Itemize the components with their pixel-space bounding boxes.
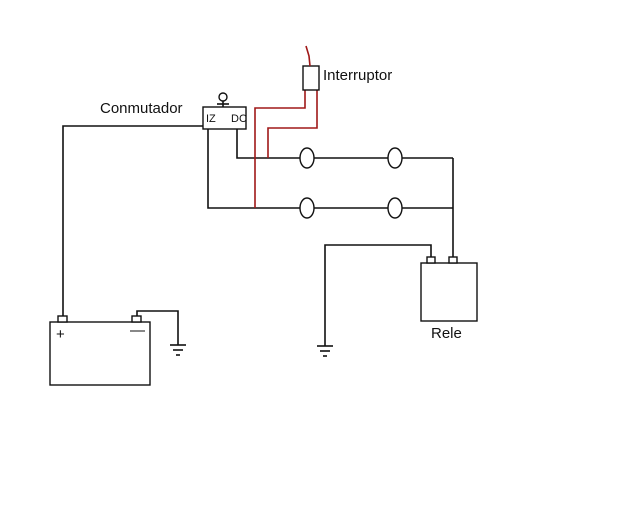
rele-label: Rele xyxy=(431,325,462,342)
conmutador-label: Conmutador xyxy=(100,100,183,117)
battery-minus-sign: — xyxy=(130,322,145,339)
conmutador-switch: IZ DC xyxy=(202,92,247,130)
switch-position-left: IZ xyxy=(206,113,216,125)
rele-body xyxy=(420,262,478,322)
battery-plus-sign: + xyxy=(56,326,65,343)
battery-body xyxy=(49,321,151,386)
lamp-icon xyxy=(387,197,403,219)
wire-battery-to-conmutador xyxy=(62,125,204,316)
wire-battery-to-ground xyxy=(136,310,179,345)
wire-lower-circuit xyxy=(207,129,453,209)
interruptor-body xyxy=(302,65,320,91)
wire-upper-circuit xyxy=(236,129,453,159)
rele-terminal-left xyxy=(426,256,436,264)
switch-position-right: DC xyxy=(231,113,247,125)
conmutador-body xyxy=(202,106,247,130)
red-wire-outer xyxy=(254,90,306,208)
lamp-icon xyxy=(387,147,403,169)
ground-icon xyxy=(170,344,186,356)
switch-knob-icon xyxy=(218,92,228,102)
red-wire-inner xyxy=(267,90,318,158)
rele-relay xyxy=(420,256,478,322)
rele-terminal-right xyxy=(448,256,458,264)
battery-positive-terminal xyxy=(57,315,68,323)
interruptor-label: Interruptor xyxy=(323,67,392,84)
lamp-icon xyxy=(299,197,315,219)
wire-rele-to-ground xyxy=(324,244,432,346)
interruptor xyxy=(302,45,320,91)
battery: + — xyxy=(49,315,151,386)
ground-icon xyxy=(317,345,333,357)
interruptor-lead xyxy=(305,45,311,67)
lamp-icon xyxy=(299,147,315,169)
